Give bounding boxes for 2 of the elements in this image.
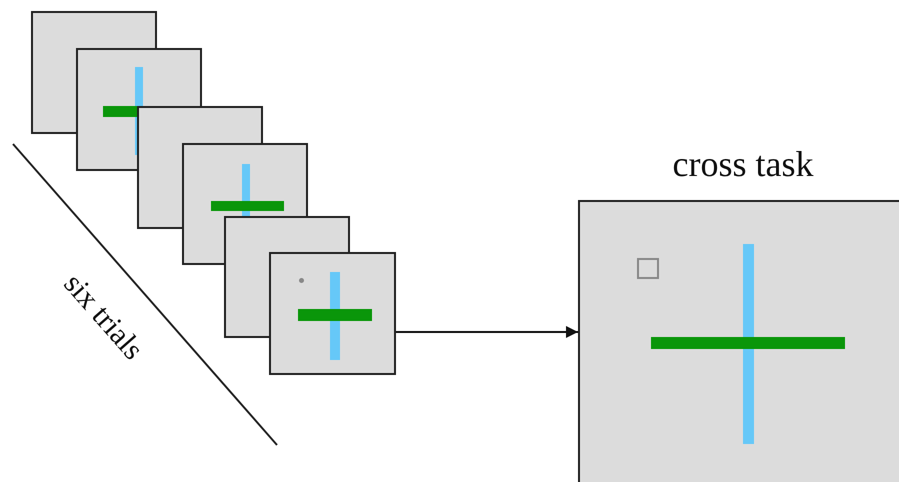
arrow bbox=[396, 326, 578, 338]
screen-heading: cross task bbox=[672, 143, 814, 186]
